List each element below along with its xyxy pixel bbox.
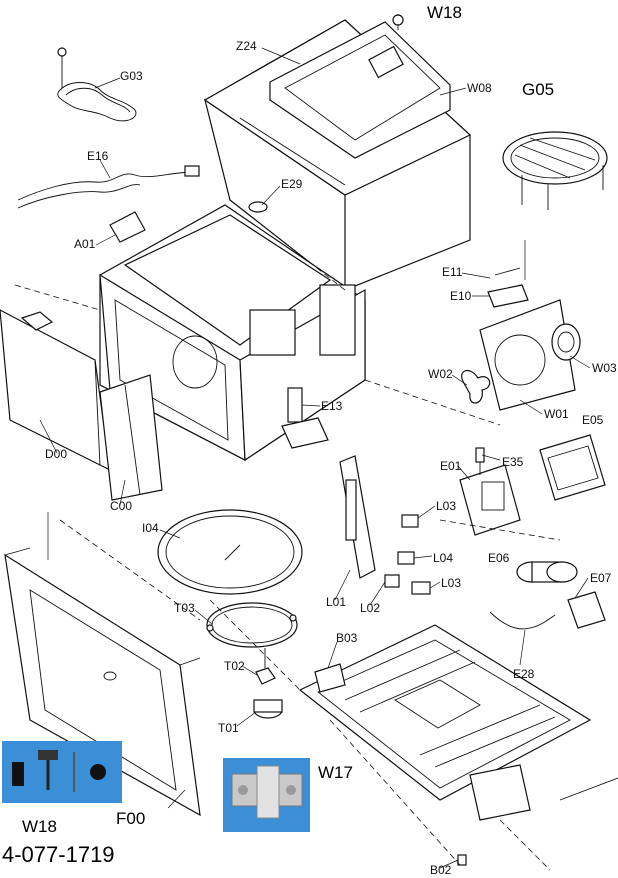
waveguide-cover-a01 [109,211,146,243]
thermostat-e29 [248,201,268,213]
door-d00 [0,309,111,472]
fan-blade-w02 [461,369,491,404]
wire-harness-e16 [17,165,200,209]
switch-l03-bottom [411,581,431,595]
heater-g03 [57,47,137,122]
fuse-e35 [475,447,485,463]
label-t01: T01 [218,721,239,735]
label-l02: L02 [360,601,380,615]
foot-b02 [457,854,467,866]
door-frame-f00 [4,512,201,817]
label-e13: E13 [321,399,343,413]
grill-rack-g05 [502,131,608,210]
coupler-t02 [255,648,276,685]
label-e16: E16 [87,149,109,163]
label-e35: E35 [502,455,524,469]
label-a01: A01 [74,237,96,251]
diode-e07 [567,591,606,629]
label-w18-bottom: W18 [22,817,57,836]
base-plate [298,624,618,821]
transformer-e05 [539,434,606,501]
label-l03-top: L03 [436,499,456,513]
label-t02: T02 [224,659,245,673]
document-number: 4-077-1719 [2,842,115,867]
leader-lines [39,47,591,869]
magnetron-e01 [459,455,521,536]
roller-ring-t03 [206,602,298,648]
label-w17: W17 [318,763,353,782]
capacitor-e06 [516,561,578,583]
label-e29: E29 [281,177,303,191]
switch-l03-top [401,514,419,528]
label-e06: E06 [488,551,510,565]
w18-parts-photo [2,741,122,803]
label-b03: B03 [336,631,358,645]
label-f00: F00 [116,809,145,828]
choke-cover-c00 [99,374,163,501]
label-w03: W03 [592,361,617,375]
label-b02: B02 [430,863,452,877]
label-e07: E07 [590,571,612,585]
switch-l04 [397,551,415,565]
label-e10: E10 [450,289,472,303]
bracket-b03 [314,663,346,693]
label-l01: L01 [326,595,346,609]
fuse-e11 [494,240,526,280]
switch-l02 [384,574,400,588]
label-t03: T03 [174,601,195,615]
fan-motor-w03 [551,323,581,361]
label-l03-bottom: L03 [441,576,461,590]
label-e01: E01 [440,459,462,473]
w17-bracket-photo [223,758,310,832]
label-e28: E28 [513,667,535,681]
top-cover-w08 [269,14,451,159]
assembly-guide-lines [14,199,561,871]
label-w02: W02 [428,367,453,381]
part-labels: W18 Z24 G03 W08 G05 E16 E29 A01 E11 E10 … [22,3,617,877]
noise-filter-e28 [489,611,556,630]
latch-board-l01 [339,455,376,579]
fan-duct-w01 [479,299,576,411]
label-e05: E05 [582,413,604,427]
label-w01: W01 [544,407,569,421]
label-d00: D00 [45,447,67,461]
label-c00: C00 [110,499,132,513]
label-g03: G03 [120,69,143,83]
thermal-cutout-e10 [487,284,529,308]
label-z24: Z24 [236,39,257,53]
label-g05: G05 [522,80,554,99]
label-w18-top: W18 [427,3,462,22]
label-w08: W08 [467,81,492,95]
label-i04: I04 [142,521,159,535]
turntable-motor-t01 [253,699,283,719]
label-l04: L04 [433,551,453,565]
glass-tray-i04 [157,509,303,595]
label-e11: E11 [442,265,463,279]
